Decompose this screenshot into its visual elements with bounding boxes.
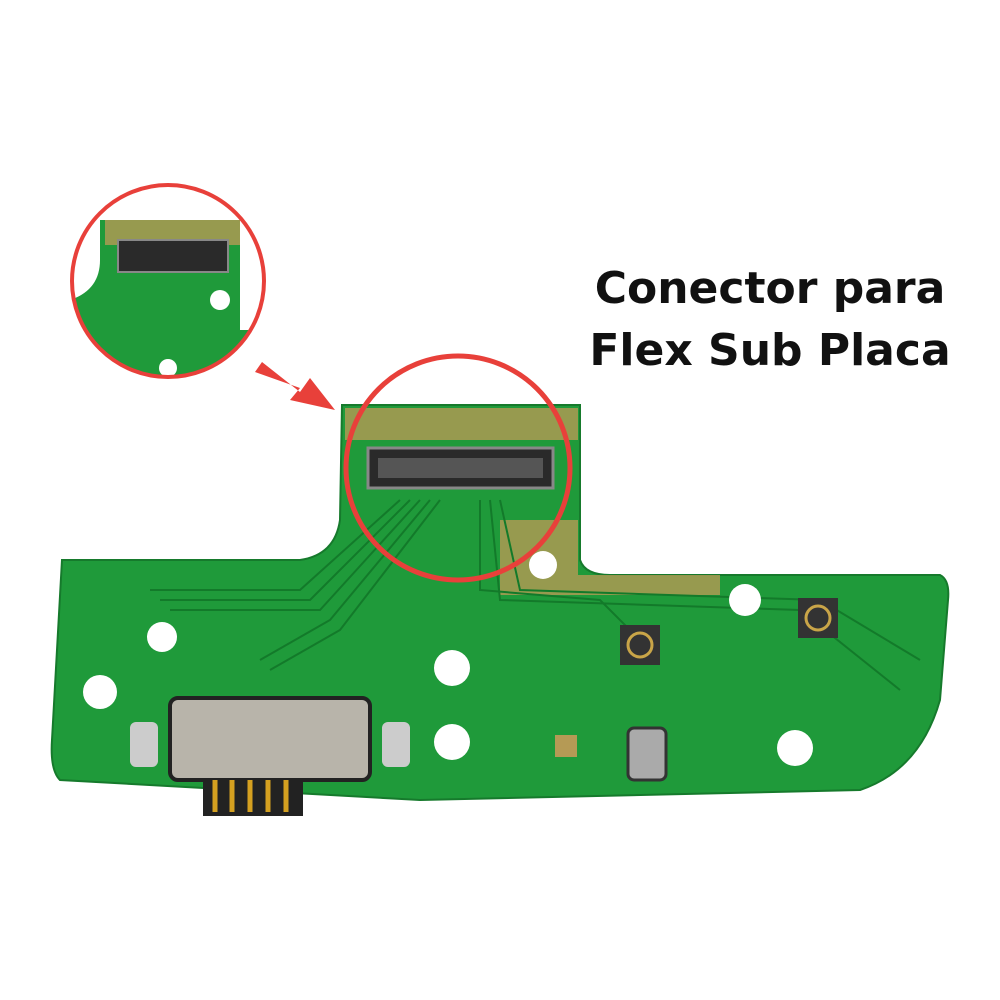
arrow-icon: [255, 362, 335, 410]
antenna-connector: [620, 625, 660, 665]
caption-line-1: Conector para: [594, 263, 946, 314]
microphone: [626, 726, 668, 782]
highlight-circle: [343, 353, 573, 583]
usb-c-port: [168, 696, 372, 782]
antenna-connector: [798, 598, 838, 638]
gold-pad: [500, 520, 720, 595]
mounting-holes: [83, 551, 813, 766]
caption: Conector para Flex Sub Placa: [560, 258, 980, 382]
inset-circle: [70, 183, 266, 379]
caption-line-2: Flex Sub Placa: [589, 325, 951, 376]
gold-pad: [345, 408, 578, 440]
zoom-inset: [72, 185, 264, 377]
